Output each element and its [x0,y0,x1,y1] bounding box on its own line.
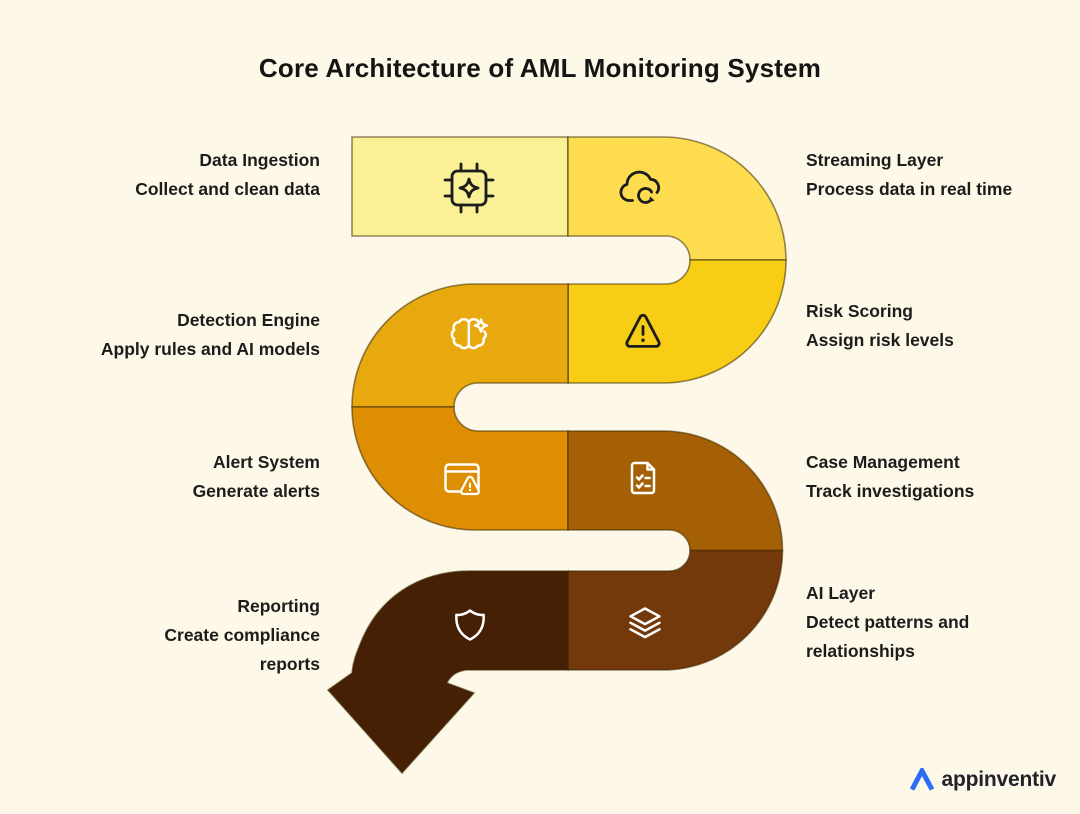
segment-ai-layer [567,549,784,671]
document-checklist-icon [630,461,656,495]
appinventiv-logo-mark-icon [909,768,934,791]
step-title: Reporting [237,596,320,616]
shield-icon [455,609,485,641]
cloud-sync-icon [619,170,660,204]
segment-risk-scoring [567,259,787,384]
step-label-detection-engine: Detection Engine Apply rules and AI mode… [60,306,320,364]
step-desc: Assign risk levels [806,330,954,350]
page-title: Core Architecture of AML Monitoring Syst… [258,53,822,83]
step-desc: Collect and clean data [135,179,320,199]
step-label-reporting: Reporting Create compliance reports [130,592,320,679]
step-desc: Track investigations [806,481,975,501]
appinventiv-logo-text: appinventiv [941,768,1057,791]
step-title: AI Layer [806,583,876,603]
segment-data-ingestion [351,136,569,237]
ai-chip-icon [443,162,495,214]
step-desc: Detect patterns and relationships [806,612,970,661]
segment-streaming-layer [567,136,787,261]
step-title: Alert System [213,452,320,472]
step-desc: Apply rules and AI models [100,339,320,359]
warning-triangle-icon [625,313,661,348]
layers-icon [629,607,661,639]
step-title: Case Management [806,452,960,472]
step-title: Risk Scoring [806,301,913,321]
step-label-case-management: Case Management Track investigations [806,448,1066,506]
step-label-risk-scoring: Risk Scoring Assign risk levels [806,297,1066,355]
step-desc: Create compliance reports [164,625,320,674]
segment-reporting-arrow [326,570,569,775]
step-label-ai-layer: AI Layer Detect patterns and relationshi… [806,579,992,666]
appinventiv-logo: appinventiv [909,768,1057,792]
step-label-streaming-layer: Streaming Layer Process data in real tim… [806,146,1066,204]
step-title: Data Ingestion [199,150,320,170]
step-desc: Generate alerts [192,481,320,501]
step-title: Detection Engine [177,310,320,330]
browser-alert-icon [444,463,480,496]
step-title: Streaming Layer [806,150,944,170]
step-label-alert-system: Alert System Generate alerts [60,448,320,506]
brain-sparkle-icon [450,318,489,350]
step-label-data-ingestion: Data Ingestion Collect and clean data [60,146,320,204]
step-desc: Process data in real time [806,179,1013,199]
segment-alert-system [351,406,569,531]
flow-ribbon [326,136,787,775]
segment-case-management [567,430,784,552]
